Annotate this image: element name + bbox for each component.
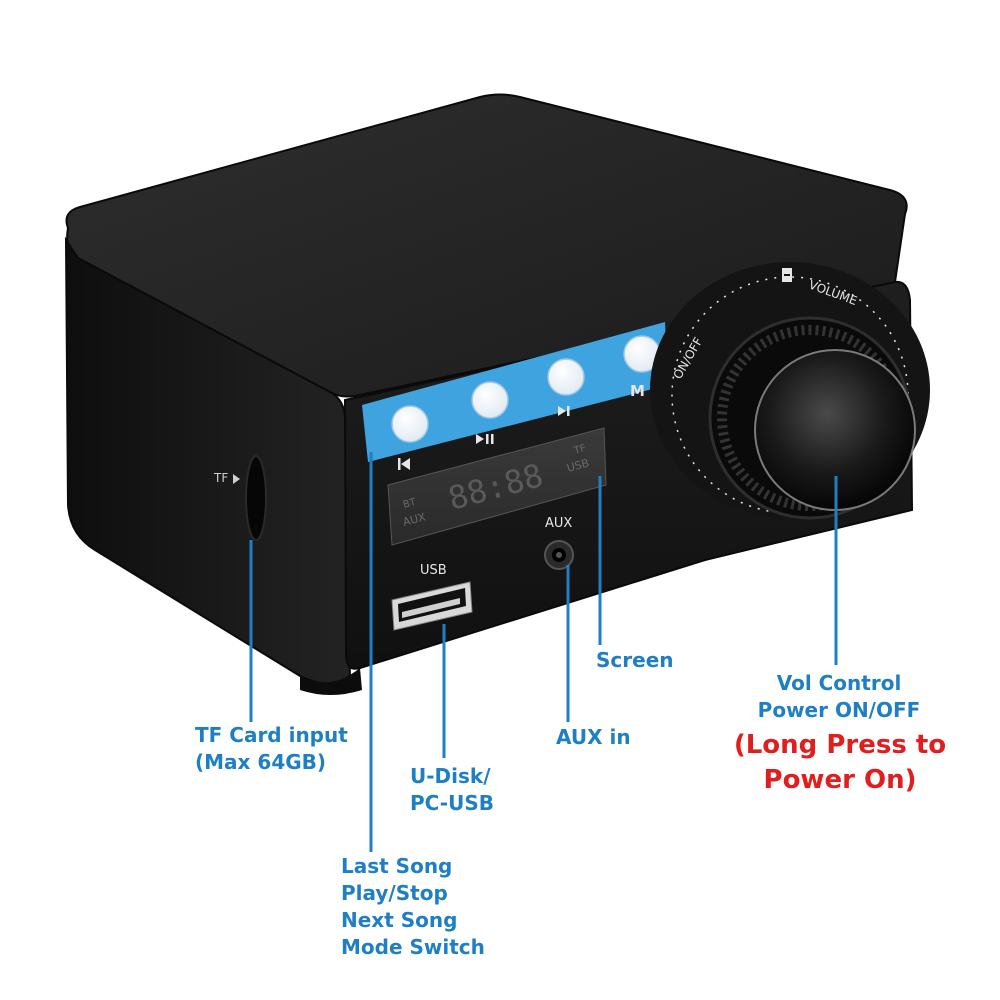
button-icons: M	[398, 382, 645, 470]
tf-card-slot	[245, 455, 267, 541]
buttons-callout-line-1: Last Song	[341, 854, 453, 878]
buttons-callout-line-3: Next Song	[341, 908, 458, 932]
lcd-bt-indicator: BT	[402, 497, 418, 511]
udisk-callout: U-Disk/ PC-USB	[410, 763, 494, 817]
mode-button-label: M	[630, 382, 645, 400]
usb-port-label: USB	[420, 563, 447, 578]
screen-callout: Screen	[596, 647, 674, 674]
long-press-callout-line-2: Power On)	[763, 765, 917, 795]
control-buttons	[391, 335, 661, 443]
tf-card-callout-line-2: (Max 64GB)	[195, 750, 327, 774]
tf-slot-label: TF	[213, 471, 228, 485]
previous-track-icon	[398, 458, 410, 470]
lcd-usb-indicator: USB	[565, 456, 590, 474]
long-press-callout-line-1: (Long Press to	[733, 730, 947, 760]
buttons-callout-line-2: Play/Stop	[341, 881, 448, 905]
lcd-screen: 88:88 BT AUX TF USB	[387, 427, 607, 546]
buttons-callout-line-4: Mode Switch	[341, 935, 485, 959]
usb-port	[391, 581, 473, 631]
long-press-callout: (Long Press to Power On)	[725, 728, 955, 798]
tf-card-callout-line-1: TF Card input	[195, 723, 348, 747]
button-strip	[362, 322, 668, 462]
callout-leaders	[249, 452, 838, 852]
buttons-callout: Last Song Play/Stop Next Song Mode Switc…	[341, 853, 485, 961]
tf-card-callout: TF Card input (Max 64GB)	[195, 722, 348, 776]
last-song-button[interactable]	[391, 405, 429, 443]
vol-callout-line-1: Vol Control	[776, 671, 902, 695]
amplifier-foot	[300, 668, 362, 695]
aux-in-callout-line-1: AUX in	[556, 725, 631, 749]
screen-callout-line-1: Screen	[596, 648, 674, 672]
tf-arrow-icon	[233, 474, 240, 484]
lcd-tf-indicator: TF	[572, 443, 588, 457]
play-stop-button[interactable]	[471, 381, 509, 419]
vol-callout: Vol Control Power ON/OFF	[748, 670, 930, 724]
lcd-aux-indicator: AUX	[401, 510, 427, 529]
aux-in-callout: AUX in	[556, 724, 631, 751]
next-song-button[interactable]	[547, 358, 585, 396]
play-pause-icon	[476, 434, 494, 444]
udisk-callout-line-1: U-Disk/	[410, 764, 491, 788]
next-track-icon	[558, 406, 570, 416]
aux-jack-label: AUX	[545, 516, 572, 531]
aux-jack	[544, 540, 574, 570]
vol-callout-line-2: Power ON/OFF	[757, 698, 921, 722]
udisk-callout-line-2: PC-USB	[410, 791, 494, 815]
volume-knob-assembly: ON/OFF VOLUME	[650, 262, 930, 520]
